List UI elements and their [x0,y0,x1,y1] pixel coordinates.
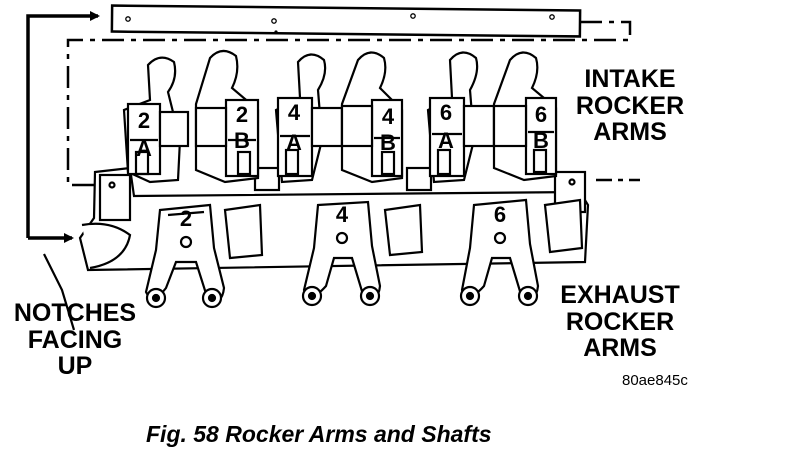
exhaust-arm-pair-6-number: 6 [494,202,506,227]
intake-arm-6a-number: 6 [440,100,452,125]
exhaust-arm-pair-4: 4 [301,200,382,307]
intake-arm-2a-number: 2 [138,108,150,133]
intake-label-line-3: ARMS [593,118,667,146]
intake-arm-2b-number: 2 [236,102,248,127]
intake-arm-6a: 6 A [426,51,496,184]
notches-label-line-1: NOTCHES [13,299,137,327]
shaft-arrow [26,11,100,243]
exhaust-arm-pair-6: 6 [459,198,540,307]
intake-rocker-arms: 2 A 2 B 4 A 4 B [122,49,558,184]
intake-arm-2a-letter: A [136,136,152,161]
figure-code: 80ae845c [622,372,688,389]
notches-label-line-2: FACING [27,325,123,354]
exhaust-arm-pair-2: 2 [144,203,226,309]
intake-arm-4a-letter: A [286,130,302,155]
intake-label-line-1: INTAKE [584,65,676,93]
intake-arm-6a-letter: A [438,128,454,153]
exhaust-label-line-1: EXHAUST [560,281,680,309]
assembly-line [66,20,640,187]
intake-arm-2b: 2 B [194,49,260,184]
intake-arm-4b-number: 4 [382,104,395,129]
intake-arm-4a-number: 4 [288,100,301,125]
exhaust-label-line-2: ROCKER [565,307,675,336]
notches-label-line-3: UP [57,352,93,380]
intake-arm-4a: 4 A [274,53,344,184]
exhaust-rocker-arms-label: EXHAUST ROCKER ARMS [545,282,695,362]
exhaust-arm-pair-4-number: 4 [336,202,349,227]
upper-shaft [110,4,582,38]
figure-caption: Fig. 58 Rocker Arms and Shafts [146,421,492,447]
exhaust-arm-pair-2-number: 2 [180,206,192,231]
exhaust-rocker-arms: 2 4 6 [144,198,540,309]
intake-label-line-2: ROCKER [575,91,685,120]
intake-rocker-arms-label: INTAKE ROCKER ARMS [560,66,700,146]
exhaust-label-line-3: ARMS [583,334,657,362]
intake-arm-4b-letter: B [380,130,396,155]
intake-arm-6b-number: 6 [535,102,547,127]
notches-facing-up-label: NOTCHES FACING UP [0,300,150,380]
notch-leader-line [43,253,76,331]
intake-arm-6b-letter: B [533,128,549,153]
intake-arm-6b: 6 B [492,51,558,182]
intake-arm-4b: 4 B [340,51,404,184]
intake-arm-2a: 2 A [122,56,190,184]
intake-arm-2b-letter: B [234,128,250,153]
